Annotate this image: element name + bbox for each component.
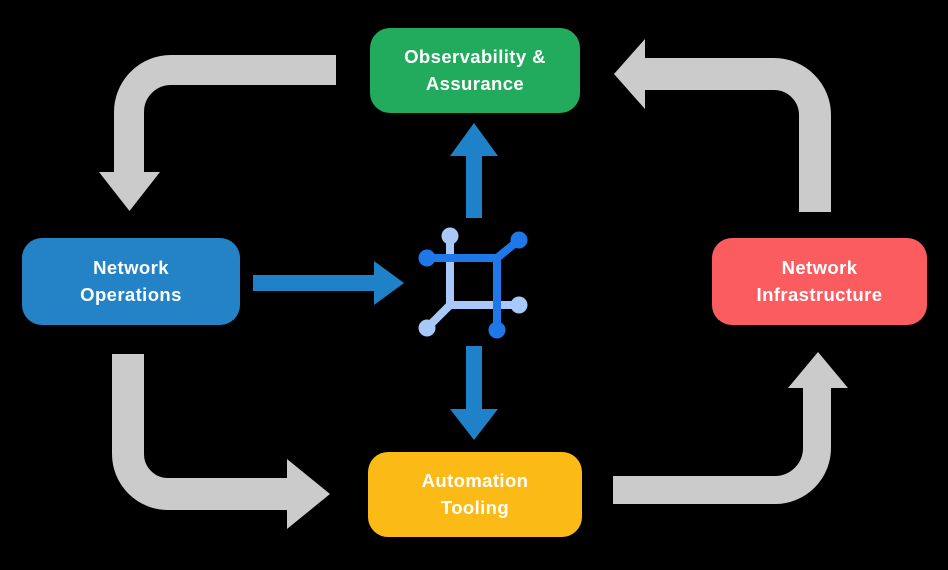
node-automation-tooling: Automation Tooling [368, 452, 582, 537]
network-mesh-icon-light-branches [418, 227, 528, 337]
node-network-infrastructure: Network Infrastructure [712, 238, 927, 325]
arrow-shaft [114, 55, 336, 173]
icon-node-dot [418, 319, 436, 337]
arrow-shaft [112, 354, 288, 510]
node-network-operations: Network Operations [22, 238, 240, 325]
arrow-observability-to-operations [99, 55, 336, 211]
arrow-left-head [614, 39, 645, 109]
arrow-down-head [450, 409, 498, 440]
icon-node-dot [488, 321, 506, 339]
icon-node-dot [418, 249, 436, 267]
network-mesh-icon [418, 227, 528, 339]
arrow-infrastructure-to-observability [614, 39, 831, 212]
icon-node-dot [441, 227, 459, 245]
network-mesh-icon-dark-branches [418, 231, 528, 339]
arrow-operations-to-center [253, 261, 404, 305]
arrow-center-to-observability [450, 123, 498, 218]
arrow-right-head [374, 261, 404, 305]
arrow-shaft [613, 387, 831, 504]
arrow-operations-to-automation [112, 354, 330, 529]
node-observability-assurance: Observability & Assurance [370, 28, 580, 113]
icon-node-dot [510, 231, 528, 249]
arrow-right-head [287, 459, 330, 529]
arrow-down-head [99, 172, 160, 211]
icon-node-dot [510, 296, 528, 314]
arrow-automation-to-infrastructure [613, 352, 848, 504]
arrow-up-head [788, 352, 848, 388]
arrow-center-to-automation [450, 346, 498, 440]
arrow-shaft [644, 58, 831, 212]
arrow-up-head [450, 123, 498, 156]
